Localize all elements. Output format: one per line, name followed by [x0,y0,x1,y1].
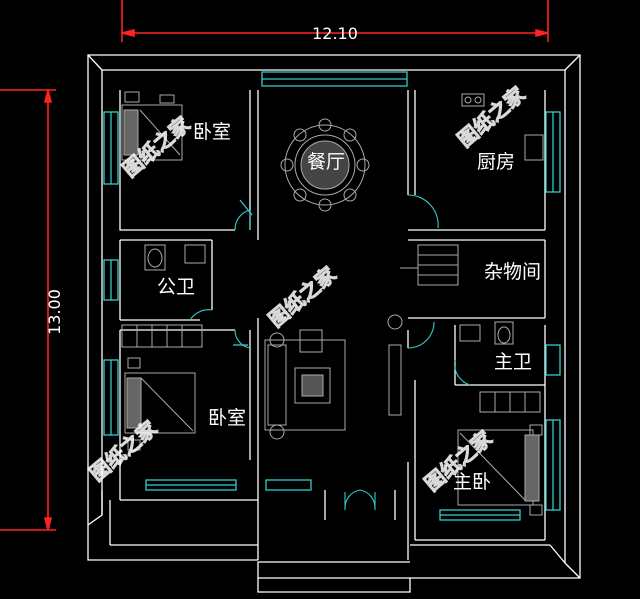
room-label-dining: 餐厅 [307,151,345,173]
exterior-walls [87,54,581,593]
watermark: 图纸之家 [264,261,341,331]
room-label-bedroom-left: 卧室 [208,407,246,429]
room-label-kitchen: 厨房 [477,151,515,173]
room-label-storage: 杂物间 [484,261,541,283]
room-label-public-bath: 公卫 [157,276,195,298]
watermark: 图纸之家 [453,81,530,151]
windows [103,71,561,521]
watermarks: 图纸之家 图纸之家 图纸之家 图纸之家 图纸之家 [84,81,530,496]
furniture [121,91,544,516]
width-dimension: 12.10 [312,24,358,43]
room-label-master-bath: 主卫 [494,351,532,373]
dimension-lines [0,0,549,531]
watermark: 图纸之家 [85,415,162,485]
room-labels: 卧室 餐厅 厨房 公卫 杂物间 主卫 卧室 主卧 [157,121,541,493]
room-label-bedroom-top: 卧室 [193,121,231,143]
room-label-master-bedroom: 主卧 [453,471,491,493]
doors [189,194,471,510]
interior-walls [119,90,546,560]
height-dimension: 13.00 [45,289,64,335]
